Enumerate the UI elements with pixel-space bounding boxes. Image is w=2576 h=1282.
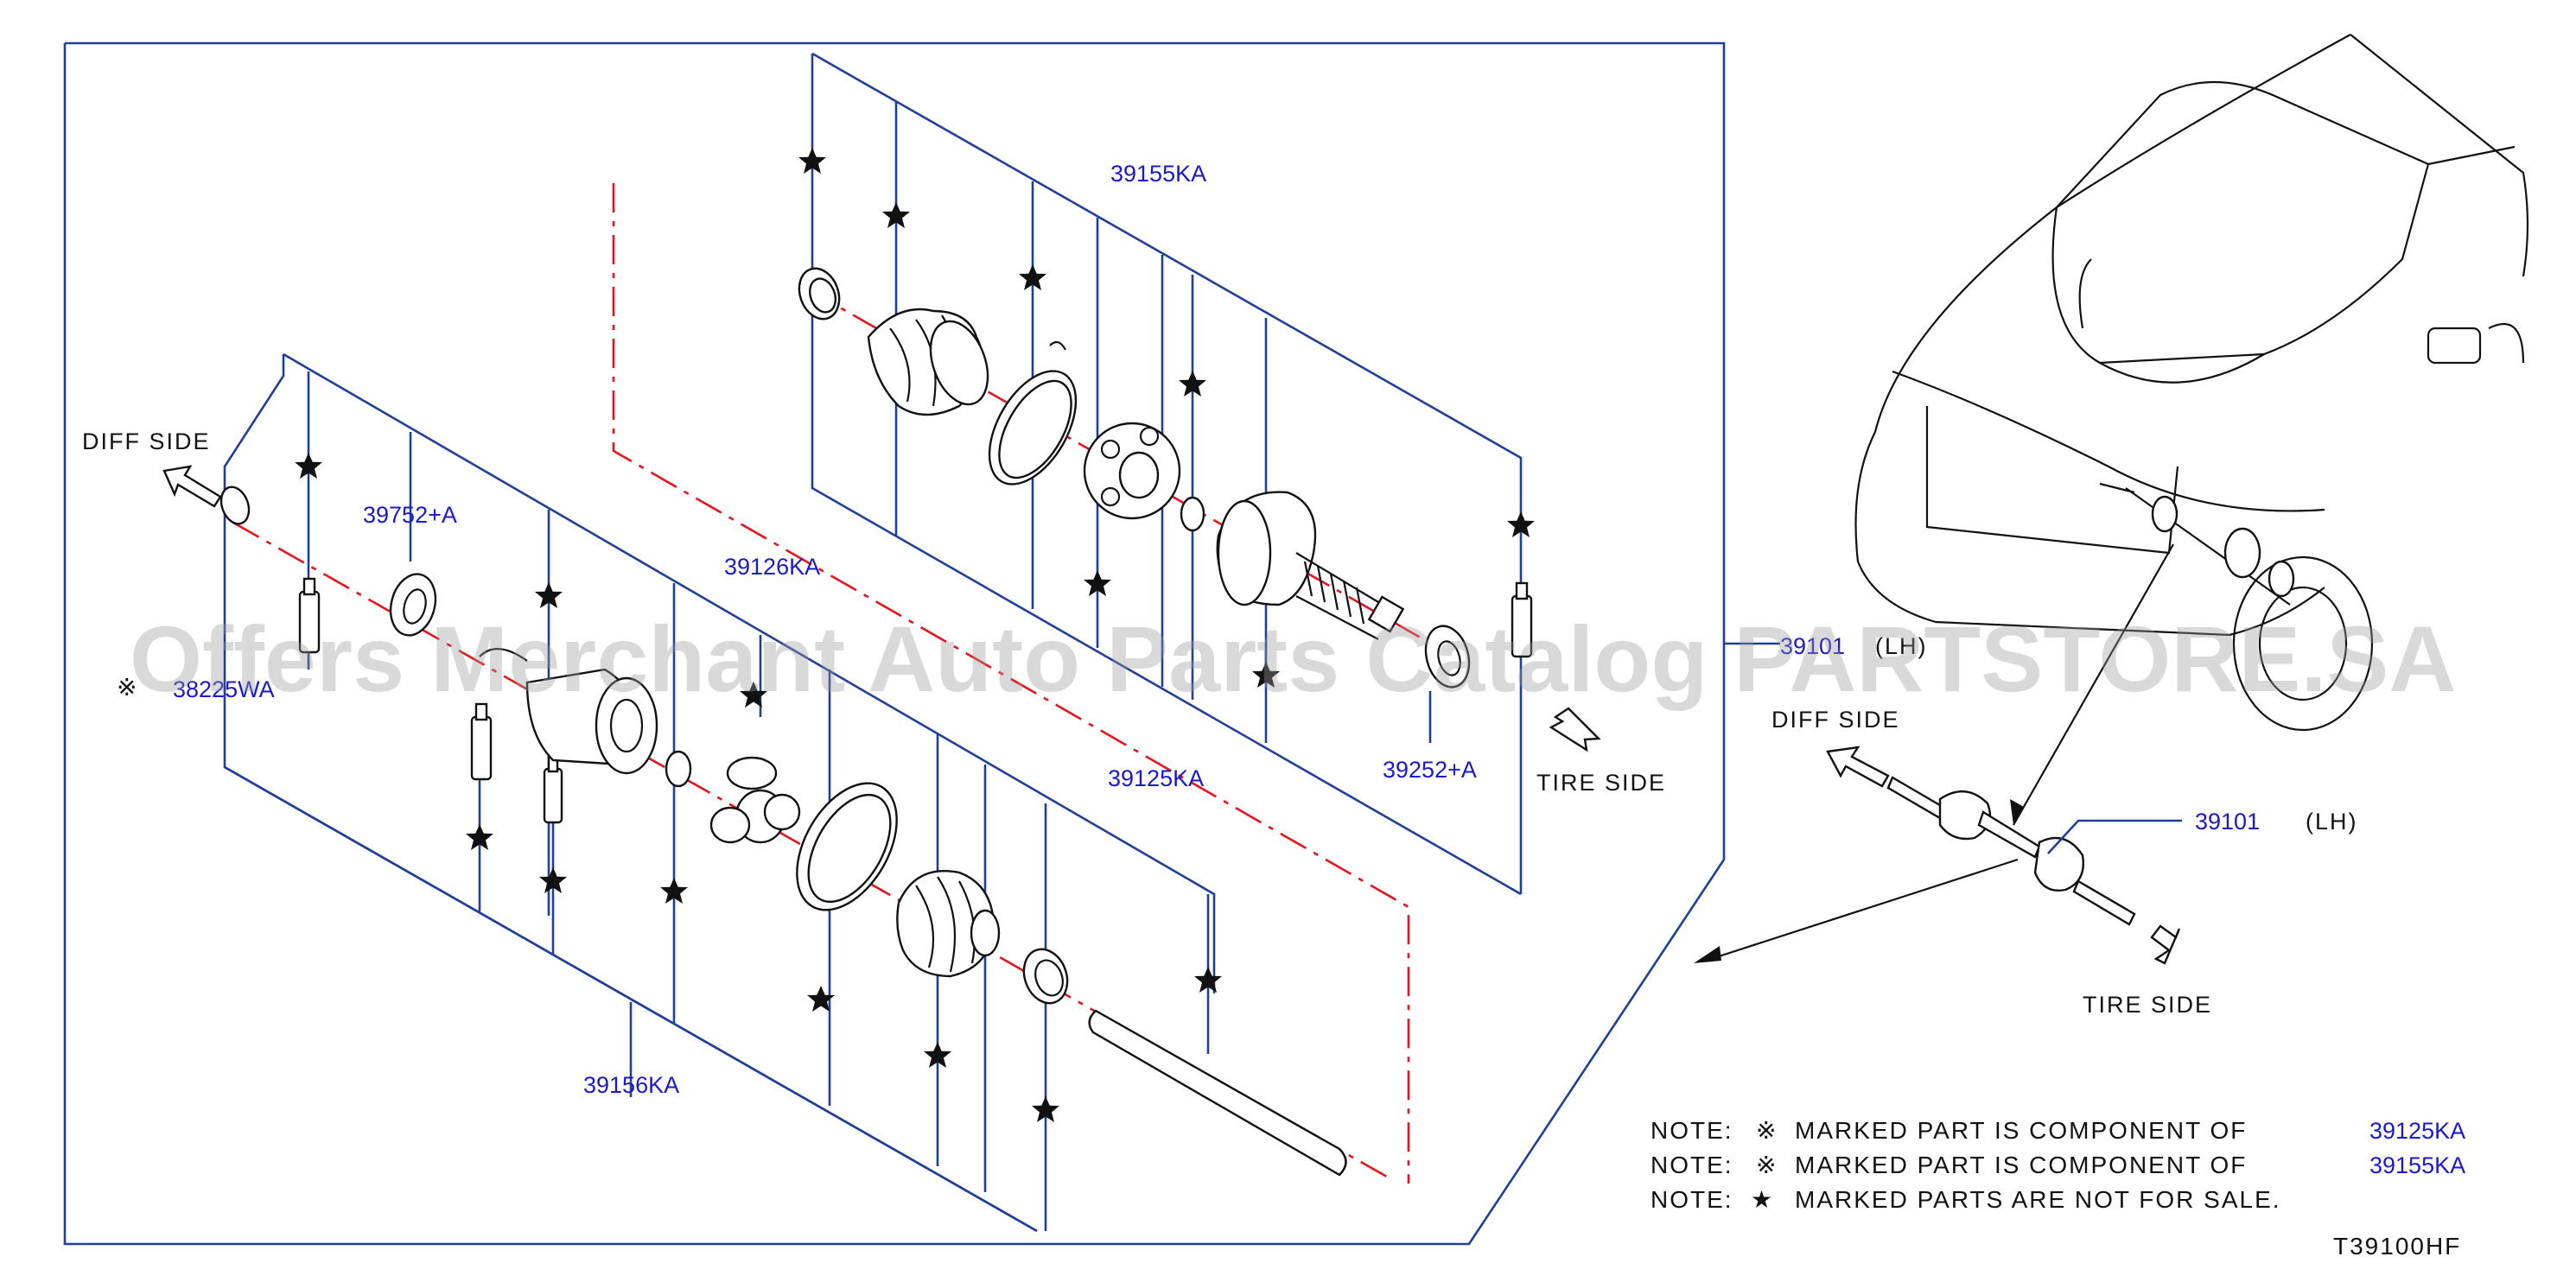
note-2-text: MARKED PART IS COMPONENT OF [1795, 1152, 2247, 1178]
diff-side-label-top: DIFF SIDE [82, 428, 211, 454]
tire-side-arrow-upper [1549, 707, 1601, 752]
tire-side-label-top: TIRE SIDE [1536, 770, 1666, 796]
outer-boot [867, 308, 989, 416]
part-39101-main-lh: (LH) [2306, 809, 2358, 835]
notes-block: NOTE: ※ MARKED PART IS COMPONENT OF 3912… [1651, 1117, 2465, 1213]
part-39252A[interactable]: 39252+A [1383, 757, 1477, 783]
washer-39252 [1424, 625, 1471, 689]
note-2-prefix: NOTE: [1651, 1152, 1733, 1178]
diff-side-label-right: DIFF SIDE [1771, 707, 1900, 733]
grease-tube-left [298, 577, 321, 654]
note-3-prefix: NOTE: [1651, 1186, 1733, 1213]
car-pointer-head [2010, 799, 2024, 825]
part-38225WA[interactable]: 38225WA [173, 676, 275, 702]
diff-side-arrow-left [162, 465, 222, 508]
part-39101-side-lh: (LH) [1875, 633, 1928, 659]
part-39101-side[interactable]: 39101 [1780, 633, 1845, 659]
note-1-part[interactable]: 39125KA [2369, 1118, 2465, 1144]
part-39155KA[interactable]: 39155KA [1110, 161, 1206, 187]
dust-seal-39752 [389, 573, 437, 637]
note-3-text: MARKED PARTS ARE NOT FOR SALE. [1795, 1186, 2281, 1213]
lower-bracket [223, 352, 1216, 1233]
note-1-text: MARKED PART IS COMPONENT OF [1795, 1117, 2247, 1144]
spider-assembly [709, 756, 801, 844]
outer-joint-housing [1216, 491, 1405, 640]
boot-band-large-lower [796, 782, 898, 911]
boot-band-small-upper [798, 267, 841, 320]
driveshaft-illustration [1886, 776, 2136, 926]
watermark: Offers Merchant Auto Parts Catalog PARTS… [130, 606, 2456, 711]
assembly-frame [63, 41, 1726, 1246]
note-1-prefix: NOTE: [1651, 1117, 1733, 1144]
note-1-symbol: ※ [1756, 1117, 1778, 1144]
diagram-code: T39100HF [2333, 1233, 2461, 1260]
part-39156KA[interactable]: 39156KA [583, 1072, 679, 1098]
boot-band-large-upper [988, 340, 1078, 486]
part-39752A[interactable]: 39752+A [363, 502, 457, 528]
note-2-part[interactable]: 39155KA [2369, 1152, 2465, 1178]
part-39126KA[interactable]: 39126KA [724, 554, 820, 580]
vehicle-illustration [1854, 34, 2529, 732]
grease-tube-right [1511, 581, 1533, 658]
note-3-symbol: ★ [1751, 1186, 1774, 1213]
39101-leader [2047, 819, 2182, 854]
boot-band-small-lower [1022, 948, 1069, 1005]
diff-side-arrow-right [1826, 746, 1890, 788]
car-pointer-line [2013, 543, 2174, 826]
axle-shaft [1088, 1009, 1347, 1177]
assembly-pointer-line [1710, 858, 2019, 961]
circlip-upper [1180, 496, 1205, 532]
grease-tubes-center [470, 702, 563, 824]
inner-boot [896, 870, 1001, 978]
part-39125KA[interactable]: 39125KA [1108, 765, 1204, 791]
inner-joint-housing [479, 648, 658, 775]
note-2-symbol: ※ [1756, 1152, 1778, 1178]
tire-side-label-right: TIRE SIDE [2083, 992, 2212, 1018]
assembly-pointer-head [1694, 946, 1721, 963]
centerline-upper [612, 183, 1410, 1184]
part-39101-main[interactable]: 39101 [2195, 809, 2260, 835]
tire-side-arrow-right [2150, 924, 2181, 965]
circlip-diff-side [219, 486, 251, 525]
component-mark-38225WA: ※ [117, 674, 138, 701]
ball-cage [1083, 422, 1181, 520]
circlip-lower [665, 750, 692, 788]
